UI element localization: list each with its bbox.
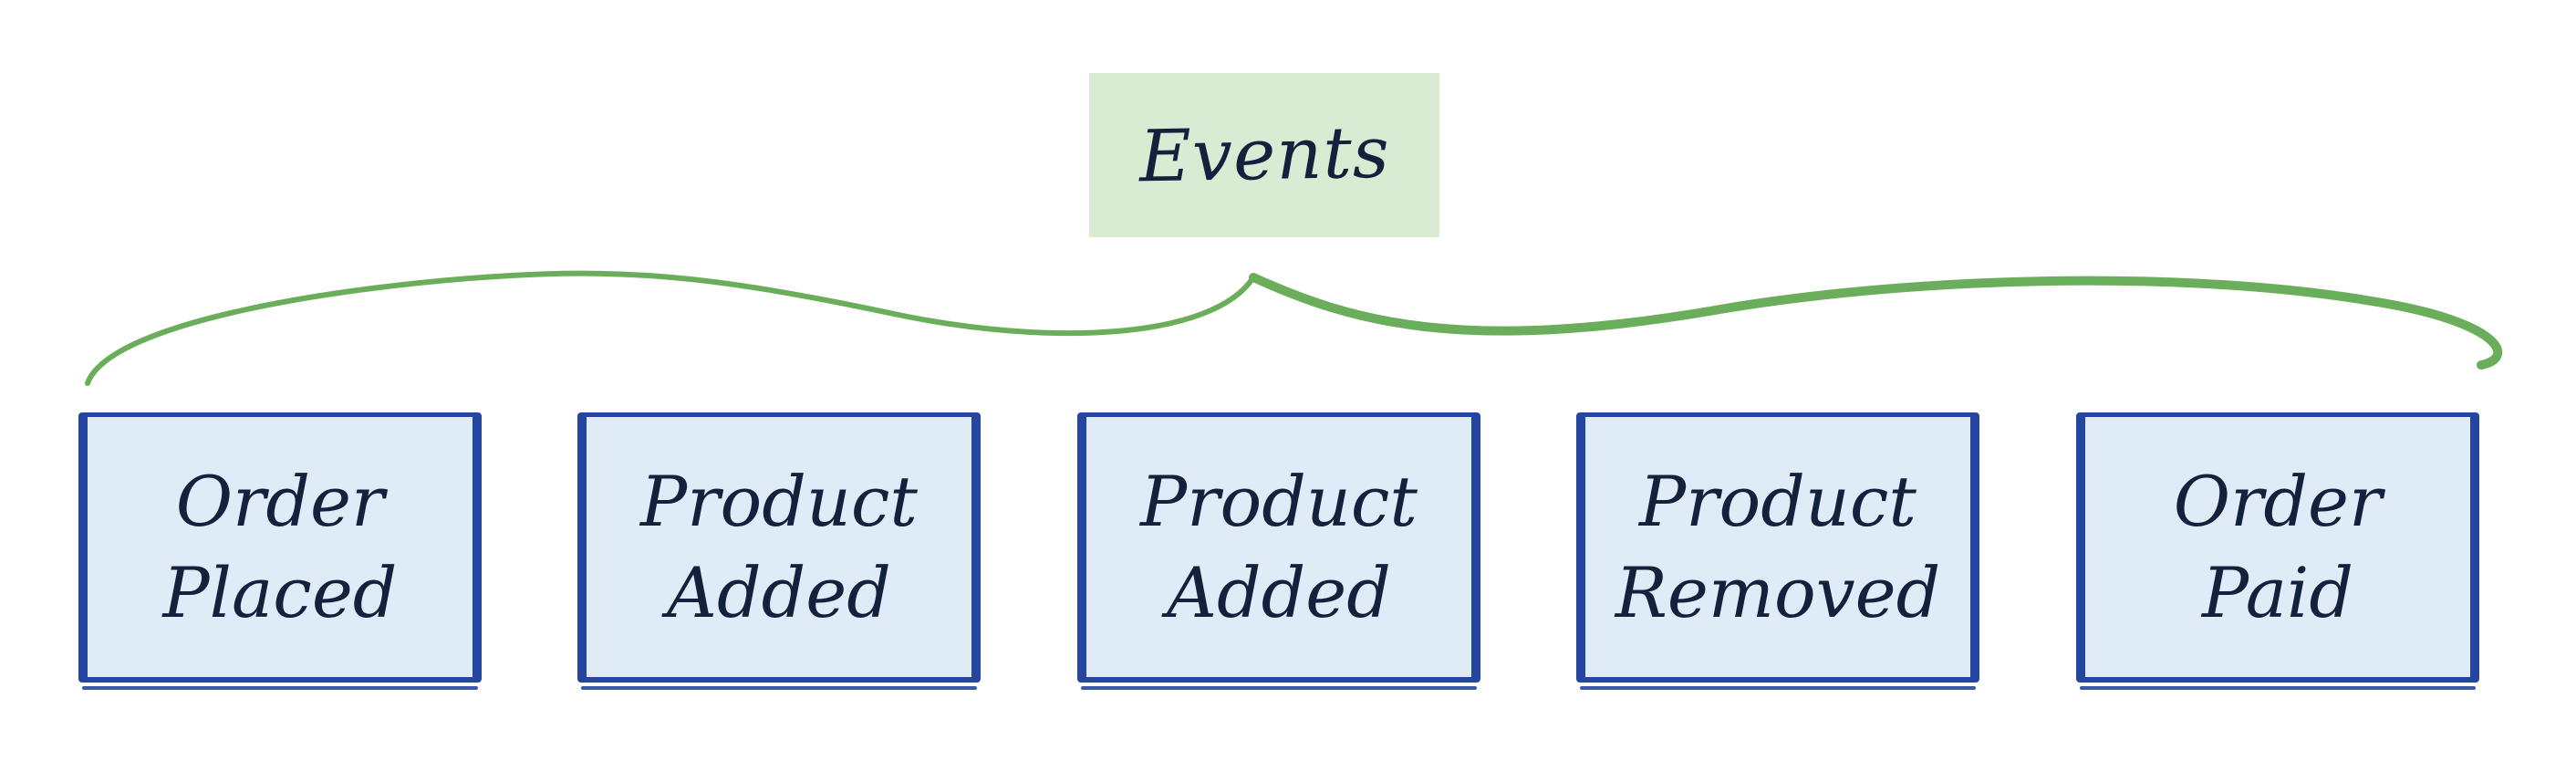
event-label-line2: Added [1167, 551, 1391, 633]
event-label-line1: Product [640, 460, 918, 542]
events-title-box: Events [1089, 73, 1439, 237]
event-label-line1: Order [2173, 460, 2383, 542]
event-label-line2: Placed [162, 551, 398, 633]
events-title: Events [1137, 111, 1391, 199]
event-label-line1: Order [175, 460, 385, 542]
event-label-line2: Removed [1615, 551, 1941, 633]
event-box-order-placed: Order Placed [78, 412, 482, 690]
event-box-product-removed: Product Removed [1576, 412, 1979, 690]
event-label-line2: Paid [2202, 551, 2353, 633]
event-box-product-added-1: Product Added [577, 412, 981, 690]
event-label-line1: Product [1639, 460, 1916, 542]
event-label-line1: Product [1140, 460, 1418, 542]
event-box-product-added-2: Product Added [1077, 412, 1480, 690]
brace-right-arm [1249, 273, 2503, 370]
brace-left-arm [85, 270, 1256, 386]
event-label-line2: Added [667, 551, 891, 633]
event-box-order-paid: Order Paid [2076, 412, 2479, 690]
